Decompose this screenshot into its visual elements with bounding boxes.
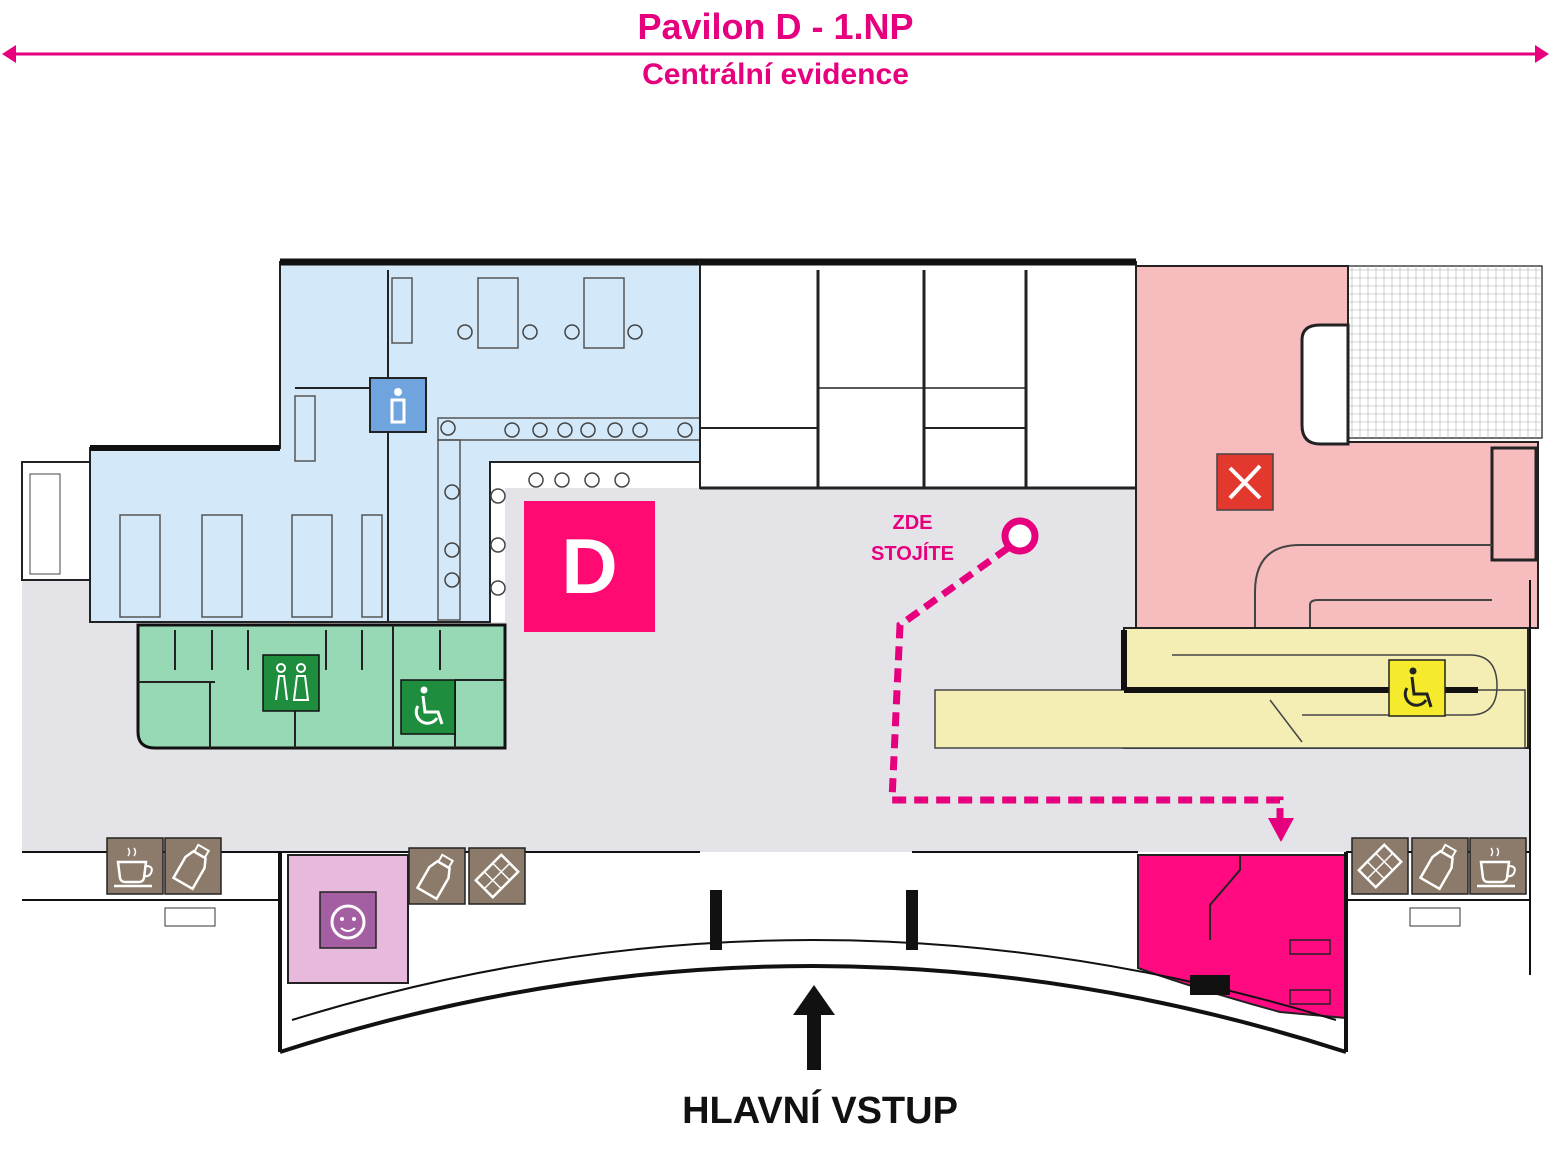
left-entry xyxy=(21,461,91,581)
route-arrowhead xyxy=(1268,818,1294,842)
terrace-grid xyxy=(1347,265,1543,439)
page-subtitle: Centrální evidence xyxy=(642,58,909,91)
restaurant-icon xyxy=(1216,453,1274,511)
header-arrow xyxy=(2,45,1549,63)
you-are-here-label: ZDE STOJÍTE xyxy=(840,508,985,570)
main-entrance-label: HLAVNÍ VSTUP xyxy=(682,1090,958,1132)
drink-bottle-icon-3 xyxy=(1411,837,1469,895)
coffee-icon xyxy=(106,837,164,895)
drink-bottle-icon xyxy=(164,837,222,895)
stairs-right xyxy=(1409,907,1461,927)
drink-bottle-icon-2 xyxy=(408,847,466,905)
chocolate-bar-icon xyxy=(468,847,526,905)
you-are-here-marker-icon xyxy=(1001,517,1039,555)
toilets-icon xyxy=(262,654,320,712)
chocolate-bar-icon-2 xyxy=(1351,837,1409,895)
route-path xyxy=(888,545,1284,820)
corridor-area xyxy=(22,488,1530,852)
stairs-left xyxy=(164,907,216,927)
wheelchair-icon xyxy=(1388,659,1446,717)
coffee-icon-2 xyxy=(1469,837,1527,895)
top-rooms xyxy=(699,258,1137,490)
wheelchair-toilet-icon xyxy=(400,679,456,735)
entrance-arrow-icon xyxy=(793,985,835,1070)
you-are-here-line2: STOJÍTE xyxy=(871,543,954,565)
building-walls xyxy=(22,580,1531,1054)
you-are-here-line1: ZDE xyxy=(892,512,933,534)
pavilion-letter-badge: D xyxy=(524,501,655,632)
info-icon xyxy=(369,377,427,433)
baby-room-icon xyxy=(319,891,377,949)
page-title: Pavilon D - 1.NP xyxy=(637,6,914,47)
chairs xyxy=(440,324,693,596)
